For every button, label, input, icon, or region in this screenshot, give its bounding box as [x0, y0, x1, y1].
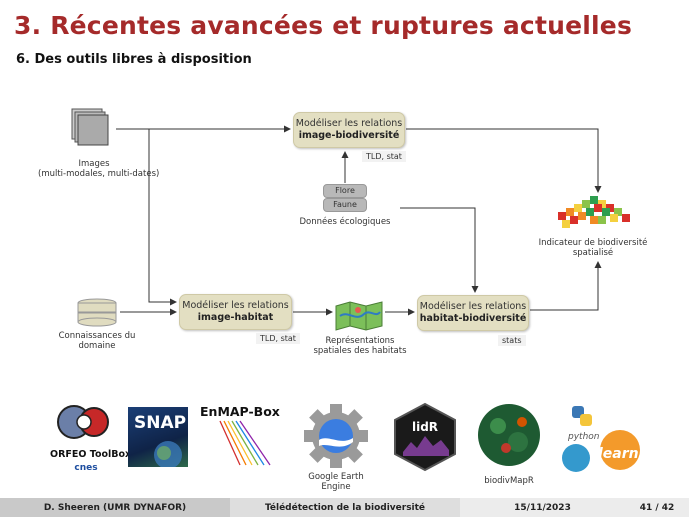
habitat-map-icon: [334, 300, 384, 332]
slide-subtitle: 6. Des outils libres à disposition: [16, 52, 252, 67]
box-habitat-biodiversite: Modéliser les relations habitat-biodiver…: [417, 295, 529, 331]
enmap-box-logo: EnMAP-Box: [200, 404, 292, 468]
scikit-learn-logo: python learn: [560, 404, 640, 474]
box-image-habitat: Modéliser les relations image-habitat: [179, 294, 292, 330]
tag-image-habitat: TLD, stat: [256, 333, 300, 344]
box-image-biodiversite: Modéliser les relations image-biodiversi…: [293, 112, 405, 148]
biodivmapr-logo: biodivMapR: [476, 402, 542, 486]
footer-course: Télédétection de la biodiversité: [230, 498, 460, 517]
footer-author: D. Sheeren (UMR DYNAFOR): [0, 498, 230, 517]
footer-date: 15/11/2023: [460, 498, 625, 517]
slide-footer: D. Sheeren (UMR DYNAFOR) Télédétection d…: [0, 498, 689, 517]
footer-page: 41 / 42: [625, 498, 689, 517]
indicator-label: Indicateur de biodiversité spatialisé: [538, 238, 648, 258]
representations-label: Représentations spatiales des habitats: [313, 336, 407, 356]
knowledge-database-icon: [76, 298, 118, 328]
images-label: Images (multi-modales, multi-dates): [38, 159, 160, 179]
google-earth-engine-logo: Google Earth Engine: [300, 404, 372, 494]
tag-image-biodiversite: TLD, stat: [362, 151, 406, 162]
db-faune: Faune: [323, 198, 367, 212]
snap-logo: SNAP: [128, 407, 188, 467]
lidr-logo: lidR: [393, 402, 457, 472]
slide-title: 3. Récentes avancées et ruptures actuell…: [14, 11, 633, 40]
connaissances-label: Connaissances du domaine: [58, 331, 136, 351]
db-flore: Flore: [323, 184, 367, 198]
donnees-ecologiques-label: Données écologiques: [299, 217, 391, 227]
tag-habitat-biodiversite: stats: [498, 335, 526, 346]
images-stack-icon: [70, 107, 112, 147]
orfeo-toolbox-logo: ORFEO ToolBox cnes: [50, 402, 131, 473]
biodiversity-map-icon: [550, 190, 640, 234]
